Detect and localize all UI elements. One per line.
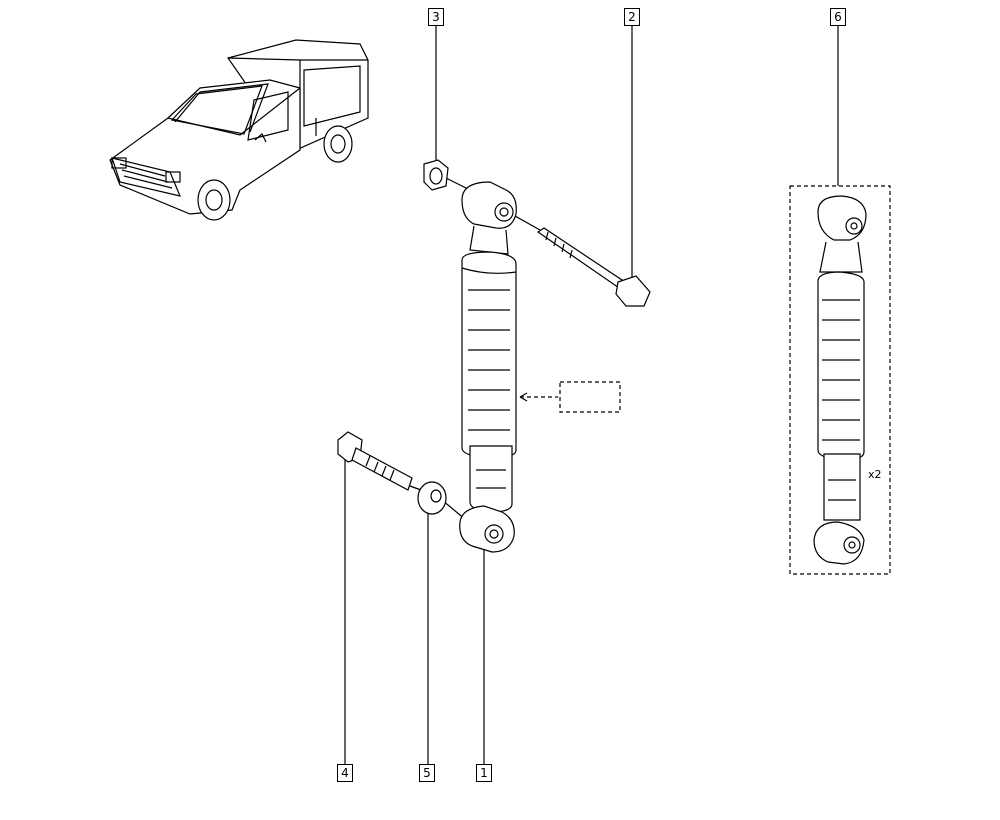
lower-bolt-icon <box>337 431 413 491</box>
washer-icon <box>417 481 447 515</box>
callout-3: 3 <box>428 8 444 26</box>
nut-icon <box>423 159 449 191</box>
kit-group <box>789 185 891 575</box>
leader-lines <box>344 26 839 764</box>
callout-6: 6 <box>830 8 846 26</box>
callout-5: 5 <box>419 764 435 782</box>
callout-2: 2 <box>624 8 640 26</box>
shock-absorber-icon <box>459 181 517 553</box>
callout-4: 4 <box>337 764 353 782</box>
bolt-icon <box>536 227 651 307</box>
van-illustration-icon <box>109 39 369 221</box>
reference-box <box>519 381 621 413</box>
callout-1: 1 <box>476 764 492 782</box>
kit-quantity-label: x2 <box>868 468 882 481</box>
